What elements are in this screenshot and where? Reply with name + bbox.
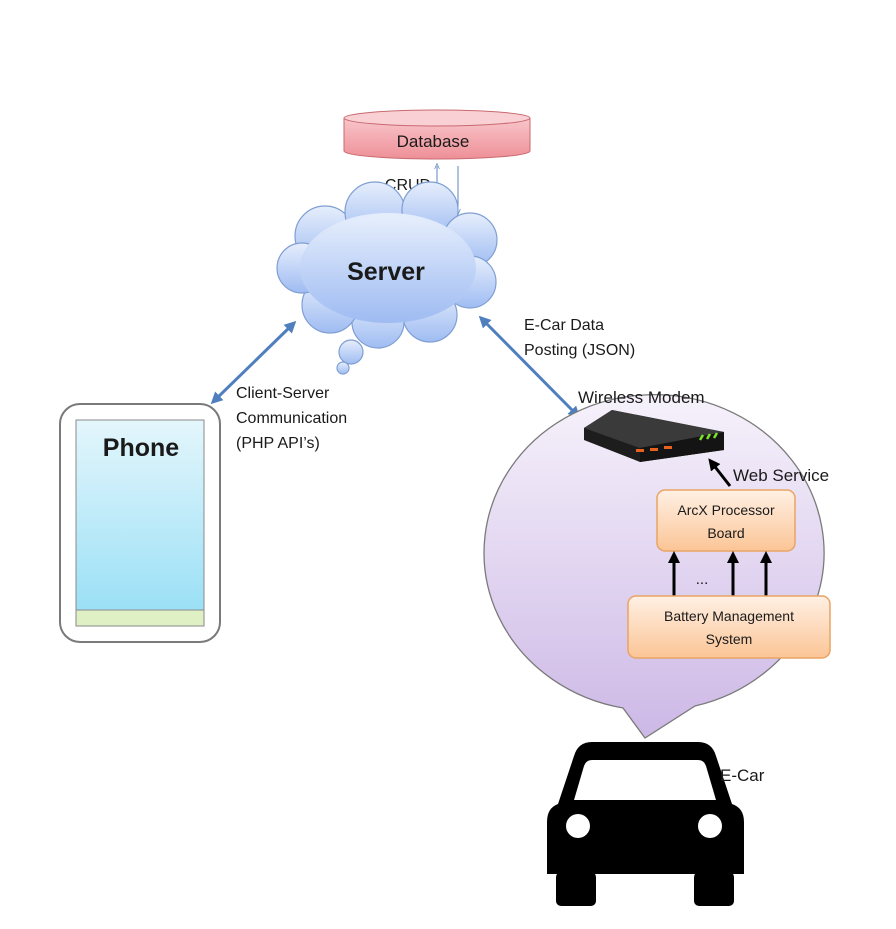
server-cloud: Server [276, 181, 498, 375]
phone-device: Phone [59, 403, 221, 643]
ecar-label: E-Car [720, 766, 765, 785]
client-server-arrow [210, 320, 297, 405]
svg-text:Posting (JSON): Posting (JSON) [524, 342, 635, 359]
database-node: Database [343, 109, 531, 160]
svg-text:Battery Management: Battery Management [664, 608, 794, 624]
battery-management-system: Battery Management System [627, 595, 831, 659]
web-service-label: Web Service [733, 466, 829, 485]
car-icon [547, 742, 744, 906]
ecar-data-arrow [478, 315, 581, 419]
svg-text:System: System [706, 631, 753, 647]
svg-text:Client-Server: Client-Server [236, 385, 330, 402]
client-server-label: Client-Server Communication (PHP API’s) [236, 385, 347, 452]
svg-text:ArcX Processor: ArcX Processor [677, 502, 775, 518]
processor-board: ArcX Processor Board [656, 489, 796, 552]
ellipsis-label: ... [696, 571, 709, 588]
ecar-data-label: E-Car Data Posting (JSON) [524, 317, 635, 359]
svg-text:Board: Board [707, 525, 744, 541]
database-label: Database [397, 132, 470, 151]
phone-label: Phone [103, 434, 179, 462]
wireless-modem-label: Wireless Modem [578, 388, 705, 407]
wireless-modem-icon [584, 410, 724, 462]
svg-text:(PHP API’s): (PHP API’s) [236, 435, 320, 452]
web-service-arrow [708, 458, 732, 487]
server-label: Server [347, 258, 425, 286]
svg-text:E-Car Data: E-Car Data [524, 317, 604, 334]
svg-text:Communication: Communication [236, 410, 347, 427]
